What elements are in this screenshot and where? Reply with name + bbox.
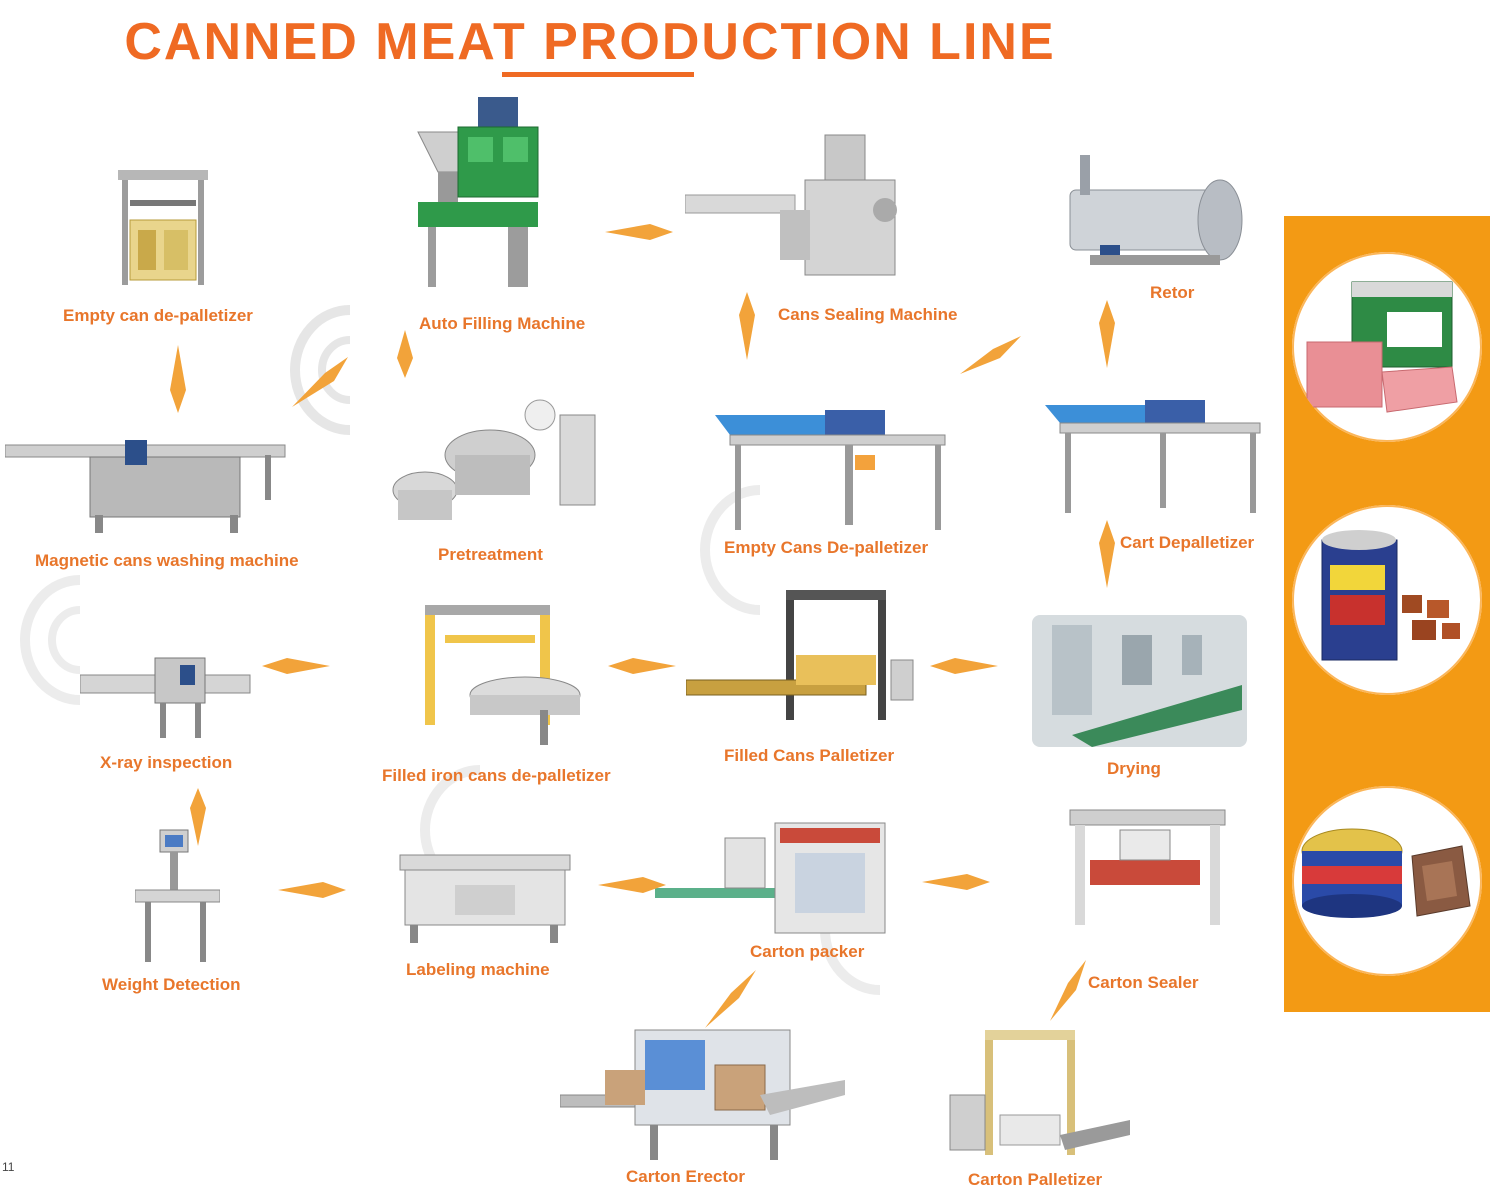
step-label: Drying xyxy=(1107,759,1161,778)
flow-arrow xyxy=(922,874,990,890)
flow-arrow xyxy=(190,788,206,846)
flow-arrow xyxy=(1099,300,1115,368)
page-title: CANNED MEAT PRODUCTION LINE xyxy=(124,13,1056,71)
flow-arrow xyxy=(1050,960,1086,1021)
step-label: Carton Palletizer xyxy=(968,1170,1103,1189)
product-panel xyxy=(1284,216,1490,1012)
tuna-can-icon xyxy=(1301,828,1471,918)
flow-arrow xyxy=(278,882,346,898)
xray-inspection-illustration xyxy=(80,657,251,738)
flow-arrow xyxy=(397,330,413,378)
empty-cans-depalletizer-illustration xyxy=(715,410,946,530)
flow-arrow xyxy=(605,224,673,240)
product-circle xyxy=(1292,252,1482,442)
step-label: Cans Sealing Machine xyxy=(778,305,958,324)
magnetic-washing-machine-illustration xyxy=(5,440,286,533)
step-label: Filled iron cans de-palletizer xyxy=(382,766,611,785)
flow-arrow xyxy=(739,292,755,360)
empty-can-depalletizer-illustration xyxy=(118,170,208,285)
flow-arrow xyxy=(170,345,186,413)
flow-arrow xyxy=(598,877,666,893)
flow-arrow xyxy=(608,658,676,674)
step-label: Empty Cans De-palletizer xyxy=(724,538,929,557)
flow-arrow xyxy=(262,658,330,674)
step-label: X-ray inspection xyxy=(100,753,233,772)
filled-cans-palletizer-illustration xyxy=(686,590,914,720)
step-label: Cart Depalletizer xyxy=(1120,533,1255,552)
step-label: Retor xyxy=(1150,283,1195,302)
step-label: Filled Cans Palletizer xyxy=(724,746,895,765)
luncheon-meat-can-icon xyxy=(1306,281,1458,413)
step-label: Empty can de-palletizer xyxy=(63,306,253,325)
carton-sealer-illustration xyxy=(1069,809,1226,925)
flow-arrow xyxy=(960,336,1021,374)
retort-illustration xyxy=(1069,155,1243,265)
pretreatment-illustration xyxy=(392,399,596,520)
meat-chunks-can-icon xyxy=(1321,530,1460,661)
title-underline xyxy=(502,72,694,77)
carton-erector-illustration xyxy=(560,1029,845,1160)
step-label: Carton Erector xyxy=(626,1167,746,1186)
weight-detection-illustration xyxy=(135,829,220,962)
labeling-machine-illustration xyxy=(399,854,571,943)
step-label: Carton Sealer xyxy=(1088,973,1199,992)
cart-depalletizer-illustration xyxy=(1045,400,1261,513)
flow-arrow xyxy=(1099,520,1115,588)
step-label: Weight Detection xyxy=(102,975,241,994)
cans-sealing-machine-illustration xyxy=(685,134,897,276)
step-label: Pretreatment xyxy=(438,545,543,564)
step-label: Carton packer xyxy=(750,942,865,961)
product-circle xyxy=(1292,505,1482,695)
step-label: Magnetic cans washing machine xyxy=(35,551,299,570)
auto-filling-machine-illustration xyxy=(417,97,539,287)
step-label: Auto Filling Machine xyxy=(419,314,586,333)
drying-illustration xyxy=(1032,615,1247,747)
carton-palletizer-illustration xyxy=(949,1030,1130,1155)
flow-arrow xyxy=(930,658,998,674)
carton-packer-illustration xyxy=(655,822,886,934)
step-label: Labeling machine xyxy=(406,960,550,979)
product-circle xyxy=(1292,786,1482,976)
filled-iron-cans-depalletizer-illustration xyxy=(425,605,581,745)
corner-text: 11 xyxy=(2,1160,15,1174)
flow-arrow xyxy=(292,357,348,407)
flow-arrow xyxy=(705,970,756,1028)
